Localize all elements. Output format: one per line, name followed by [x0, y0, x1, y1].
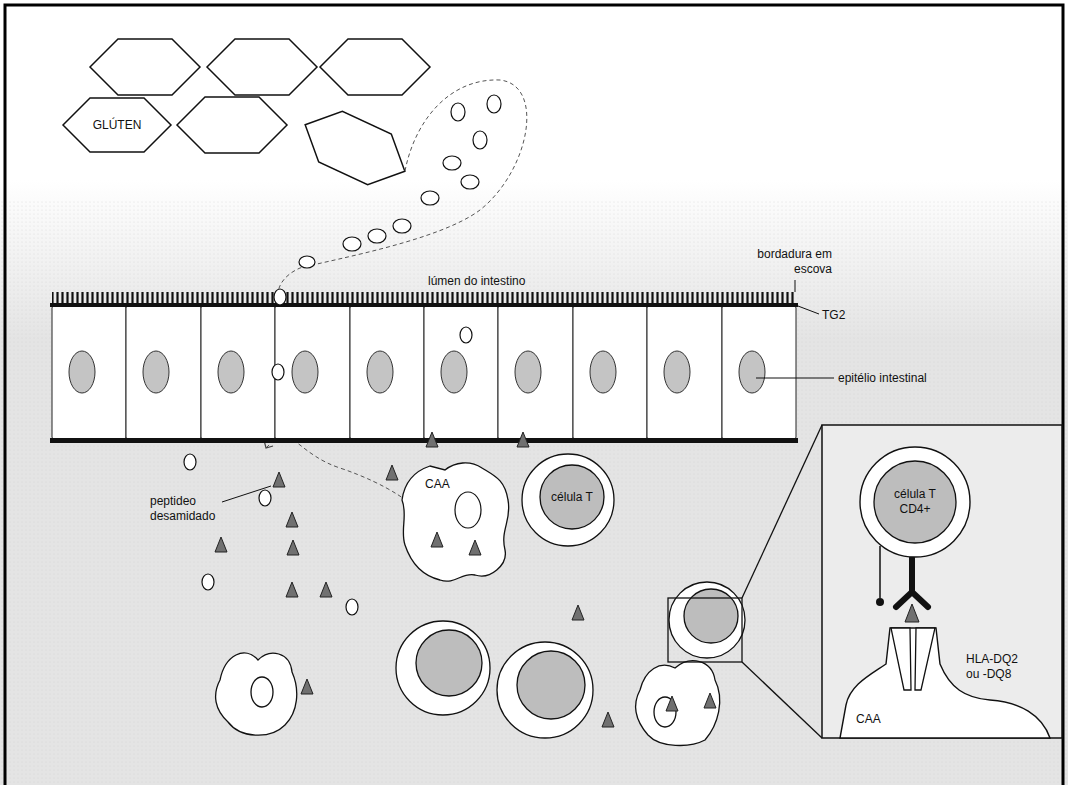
cd4-t-cell: célula T CD4+	[859, 446, 971, 558]
label-holder: epitélio intestinal	[838, 371, 927, 386]
t-cell: célula T	[521, 453, 615, 547]
node-text: célula T	[551, 490, 593, 505]
enzyme-label: TG2	[822, 308, 845, 323]
node-text: célula T CD4+	[885, 487, 945, 517]
node-outline	[395, 460, 513, 585]
t-cells	[396, 582, 745, 738]
intestinal-epithelium	[50, 292, 798, 443]
structure-label: bordadura em escova	[752, 247, 832, 277]
deamidated-peptides	[215, 432, 716, 727]
antigen-presenting-cell: CAA	[838, 620, 1053, 738]
node-text: GLÚTEN	[93, 118, 142, 133]
gluten-hexagon: GLÚTEN	[62, 97, 172, 153]
texture	[0, 200, 1068, 785]
label-holder: bordadura em escova	[752, 247, 832, 277]
label-holder: TG2	[822, 308, 845, 323]
structure-label: epitélio intestinal	[838, 371, 927, 386]
gluten-peptides-lumen	[299, 95, 501, 268]
molecule-label: HLA-DQ2 ou -DQ8	[966, 652, 1028, 682]
label-holder: HLA-DQ2 ou -DQ8	[966, 652, 1028, 682]
frame	[5, 5, 1063, 785]
magnifier	[668, 425, 822, 738]
inset	[822, 425, 1062, 738]
leader-lines	[222, 280, 834, 502]
gluten-hexagons	[90, 39, 430, 197]
node-text: CAA	[856, 712, 881, 727]
node-text: CAA	[425, 477, 450, 492]
label-holder: peptideo desamidado	[150, 494, 222, 524]
antigen-presenting-cell: CAA	[395, 460, 513, 585]
label-holder: lúmen do intestino	[428, 274, 525, 289]
region-label: lúmen do intestino	[428, 274, 525, 289]
molecule-label: peptideo desamidado	[150, 494, 222, 524]
